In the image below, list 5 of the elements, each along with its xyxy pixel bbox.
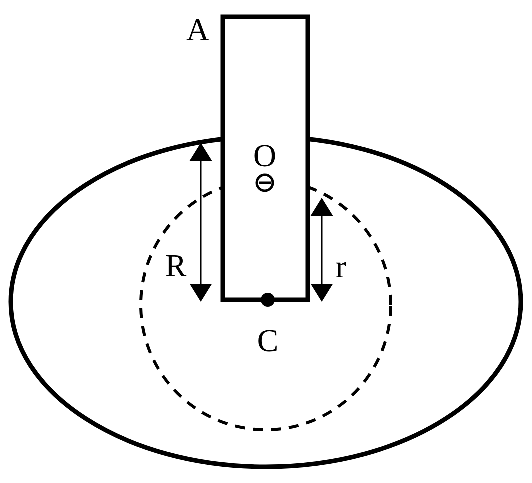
- point-label: A: [186, 19, 210, 41]
- point-label: r: [336, 262, 346, 278]
- point-label: O: [254, 145, 276, 167]
- point-label: R: [166, 256, 187, 276]
- point-label: C: [258, 330, 277, 352]
